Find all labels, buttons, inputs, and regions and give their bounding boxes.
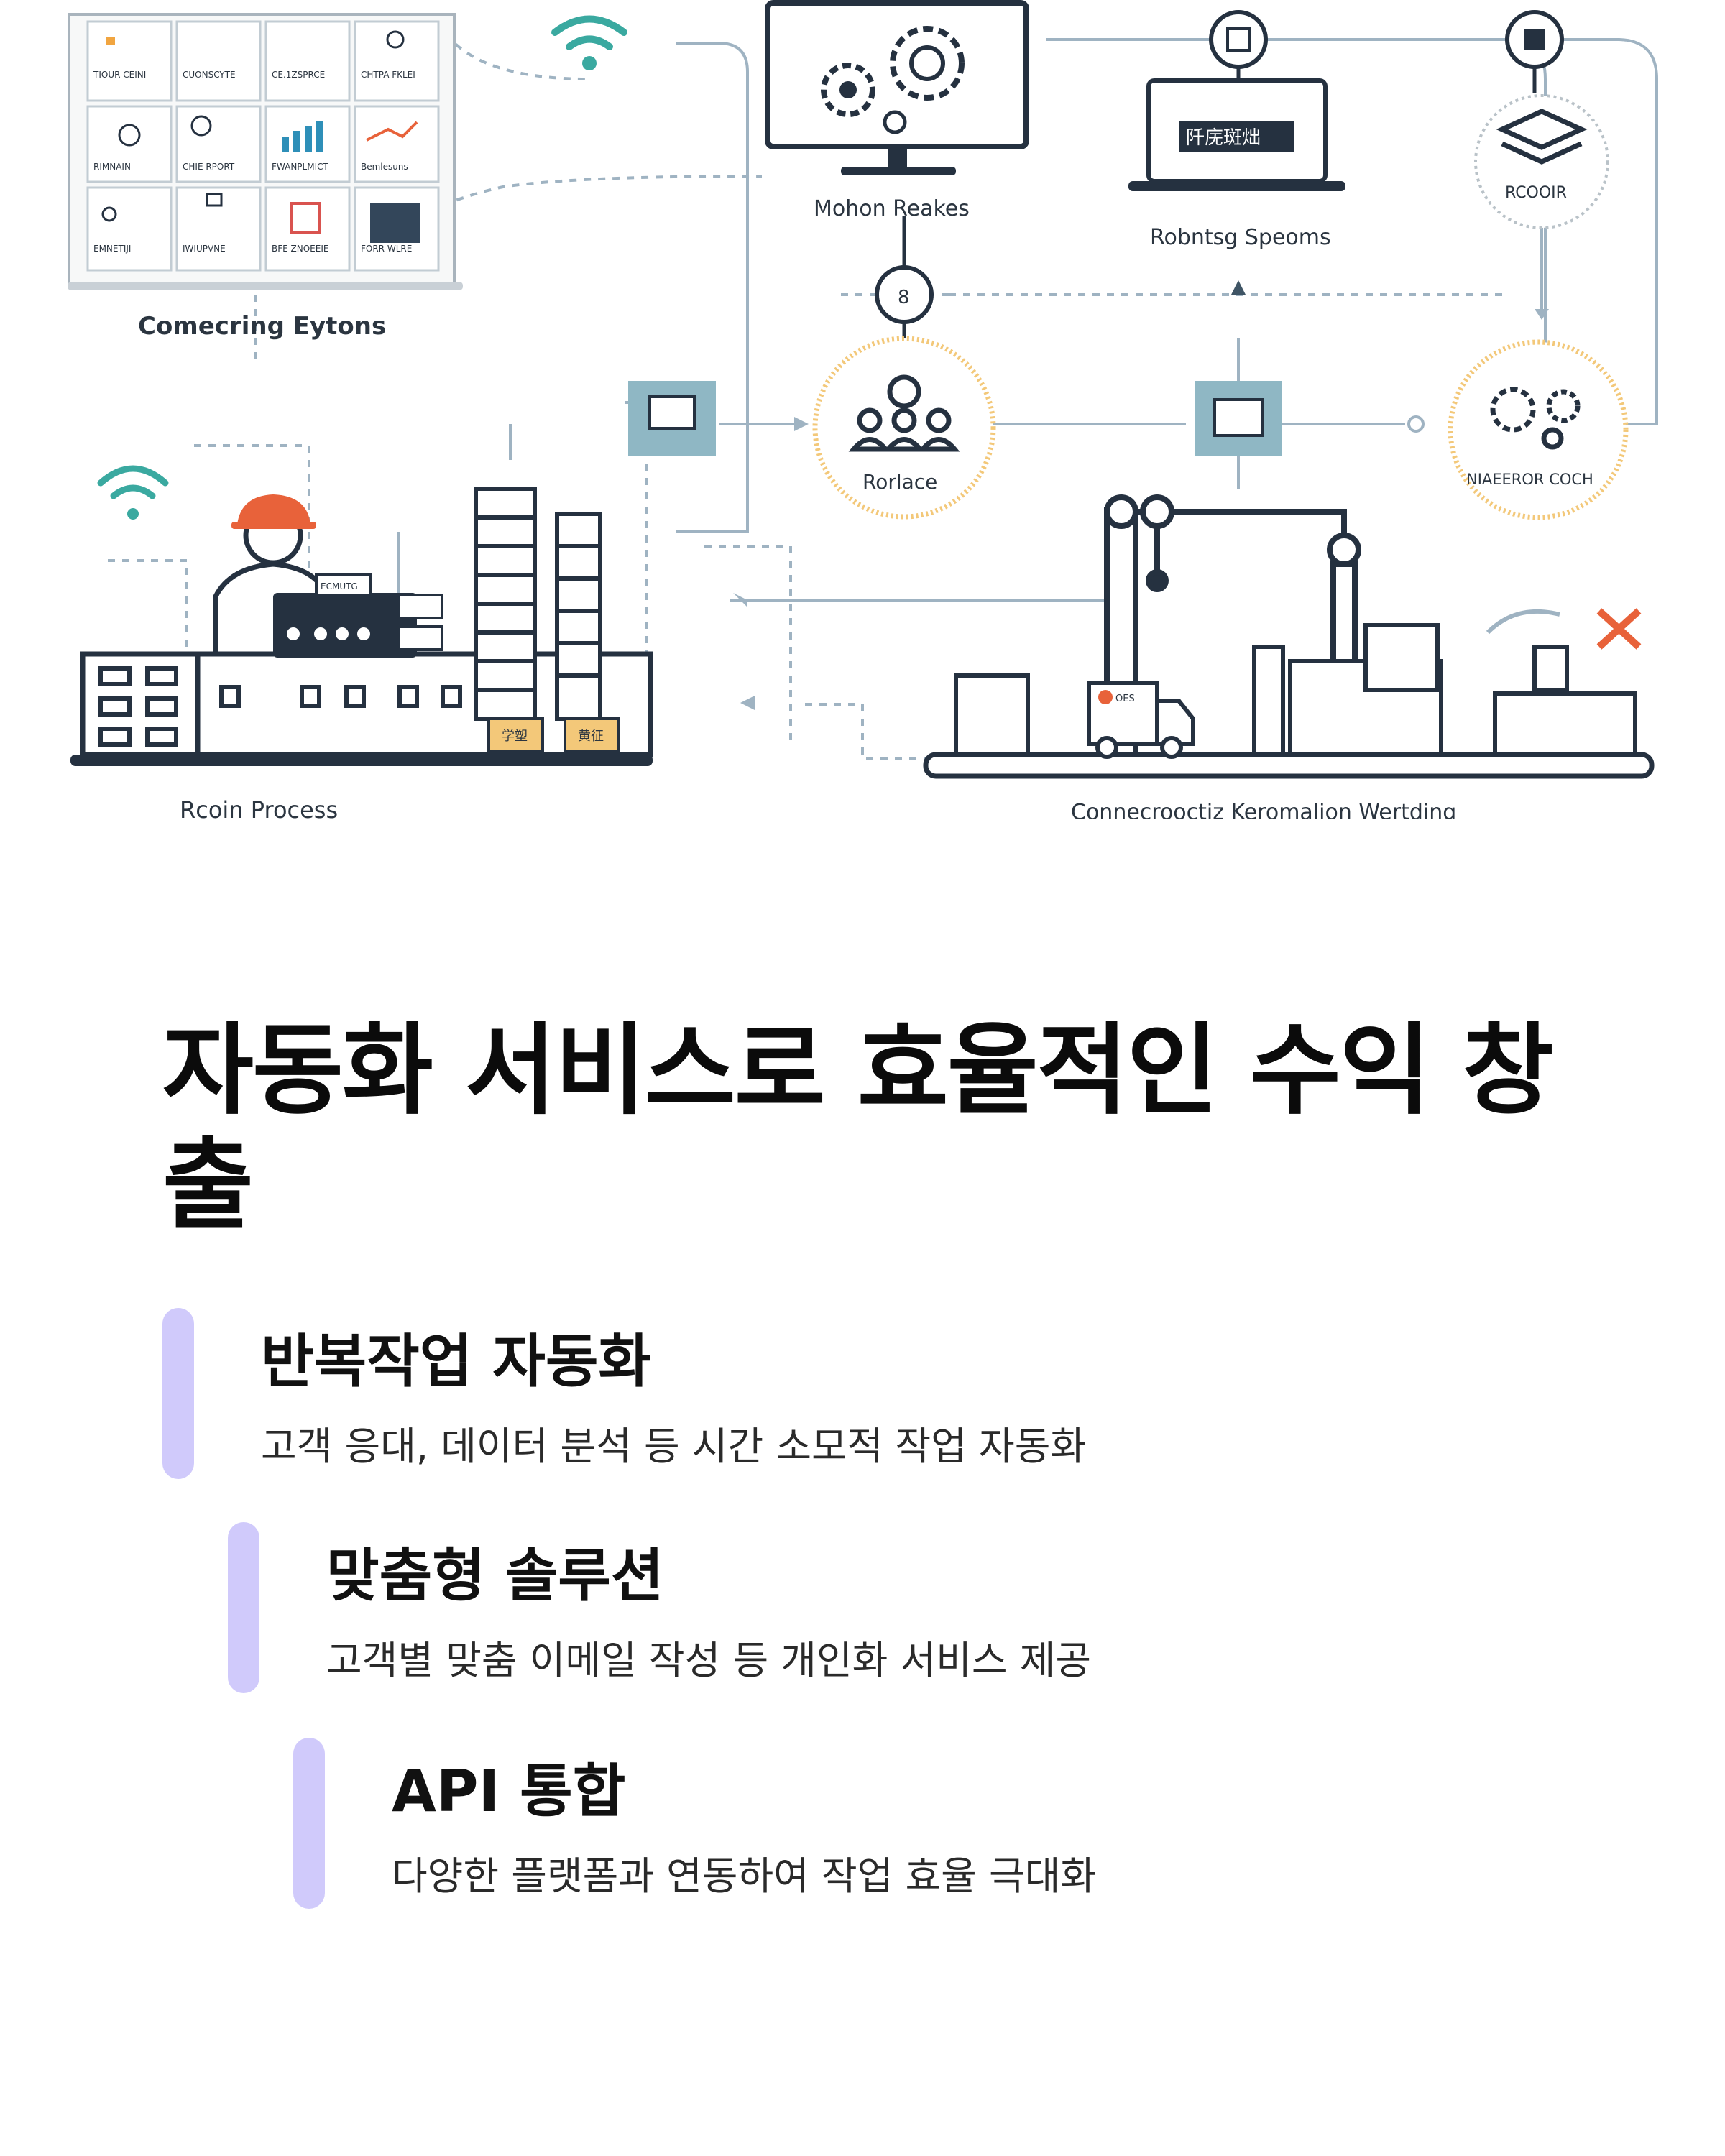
feature-item-custom-solution: 맞춤형 솔루션 고객별 맞춤 이메일 작성 등 개인화 서비스 제공 <box>228 1522 1378 1695</box>
machine-unit <box>954 623 1443 757</box>
accent-bar <box>162 1308 194 1479</box>
crate-left-label: 学塑 <box>502 729 528 744</box>
conveyor-base <box>923 752 1655 779</box>
feature-description: 다양한 플랫폼과 연동하여 작업 효율 극대화 <box>392 1853 1097 1899</box>
record-label: RCOOIR <box>1505 184 1567 202</box>
automation-illustration: TIOUR CEINI CUONSCYTE CE.1ZSPRCE CHTPA F… <box>0 0 1725 819</box>
feature-item-automation: 반복작업 자동화 고객 응대, 데이터 분석 등 시간 소모적 작업 자동화 <box>162 1308 1312 1480</box>
connecting-systems-label: Comecring Eytons <box>138 312 386 341</box>
feature-title: 맞춤형 솔루션 <box>326 1542 664 1609</box>
feature-title: 반복작업 자동화 <box>261 1328 652 1395</box>
dashboard-panel <box>68 13 463 290</box>
dashboard-tile-captions: TIOUR CEINI CUONSCYTE CE.1ZSPRCE CHTPA F… <box>93 70 415 254</box>
svg-text:CE.1ZSPRCE: CE.1ZSPRCE <box>272 70 325 80</box>
svg-text:BFE ZNOEEIE: BFE ZNOEEIE <box>272 244 328 254</box>
feature-title: API 통합 <box>392 1758 626 1825</box>
svg-text:TIOUR CEINI: TIOUR CEINI <box>93 70 146 80</box>
gears-icon <box>1490 387 1581 450</box>
feature-description: 고객별 맞춤 이메일 작성 등 개인화 서비스 제공 <box>326 1638 1092 1683</box>
layers-icon <box>1496 109 1588 165</box>
svg-text:CHTPA FKLEI: CHTPA FKLEI <box>361 70 415 80</box>
team-icon <box>848 374 960 452</box>
feature-description: 고객 응대, 데이터 분석 등 시간 소모적 작업 자동화 <box>261 1424 1087 1469</box>
laptop-screen-text: 阡庑斑炪 <box>1186 127 1261 149</box>
svg-text:Bemlesuns: Bemlesuns <box>361 162 408 172</box>
feature-item-api-integration: API 통합 다양한 플랫폼과 연동하여 작업 효율 극대화 <box>293 1738 1443 1910</box>
accent-bar <box>293 1738 325 1909</box>
laptop-icon <box>1128 78 1346 191</box>
svg-text:CHIE RPORT: CHIE RPORT <box>183 162 235 172</box>
x-mark-icon <box>1596 608 1642 650</box>
manager-label: NIAEEROR COCH <box>1466 471 1593 488</box>
page-title: 자동화 서비스로 효율적인 수익 창출 <box>162 1013 1554 1243</box>
process-label: Rcoin Process <box>180 796 338 819</box>
svg-text:FORR WLRE: FORR WLRE <box>361 244 412 254</box>
control-console <box>273 573 443 658</box>
crate-right <box>564 717 620 753</box>
svg-text:FWANPLMICT: FWANPLMICT <box>272 162 328 172</box>
svg-text:EMNETIJI: EMNETIJI <box>93 244 131 254</box>
truck-label: OES <box>1116 694 1135 704</box>
svg-text:IWIUPVNE: IWIUPVNE <box>183 244 226 254</box>
wifi-icon-left <box>97 465 169 499</box>
connectivity-label: Connecrooctiz Keromalion Wertding <box>1071 800 1456 819</box>
wifi-icon <box>551 15 627 50</box>
svg-text:CUONSCYTE: CUONSCYTE <box>183 70 236 80</box>
accent-bar <box>228 1522 259 1693</box>
crate-left <box>487 717 544 753</box>
server-rack <box>1493 645 1637 757</box>
console-label: ECMUTG <box>321 581 358 591</box>
robotic-systems-label: Robntsg Speoms <box>1150 225 1331 250</box>
monitor-label: Mohon Reakes <box>814 196 970 221</box>
svg-text:RIMNAIN: RIMNAIN <box>93 162 131 172</box>
monitor-icon <box>765 0 1029 175</box>
svg-text:8: 8 <box>898 287 910 308</box>
crate-right-label: 黄征 <box>578 729 604 744</box>
roles-label: Rorlace <box>862 470 937 494</box>
